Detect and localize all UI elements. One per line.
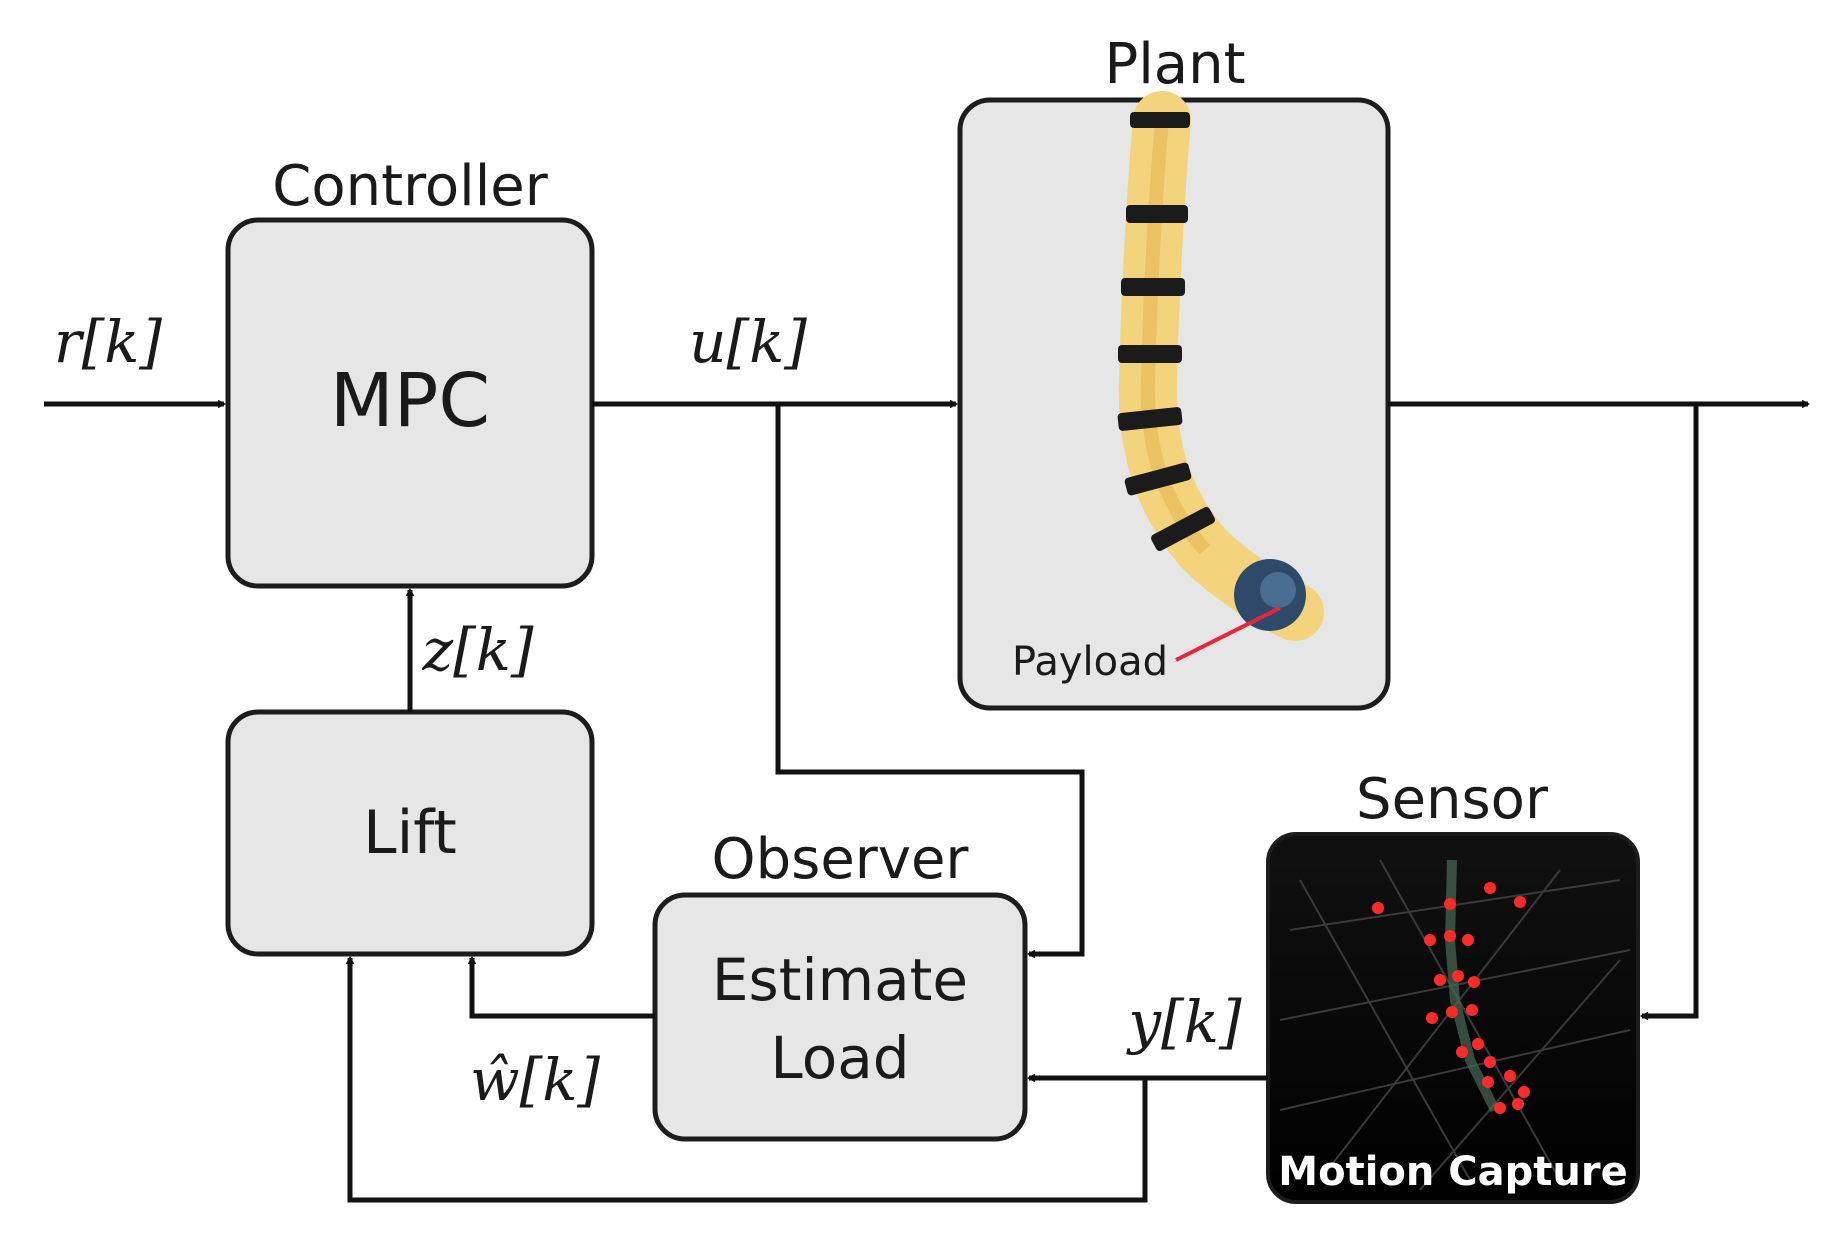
input-signal-label: u[k] <box>689 308 807 376</box>
sensor-block: Sensor Motion Capture <box>1266 767 1640 1204</box>
soft-robot-arm-image <box>1117 91 1324 641</box>
motion-capture-caption: Motion Capture <box>1278 1149 1627 1195</box>
mocap-markers <box>1372 882 1530 1114</box>
sensor-title: Sensor <box>1356 767 1549 832</box>
observer-block: Observer Estimate Load <box>652 827 1028 1142</box>
estimate-label: Estimate <box>712 946 968 1014</box>
load-estimate-signal-label: ŵ[k] <box>470 1046 600 1114</box>
payload-pointer <box>1175 606 1281 662</box>
lift-block: Lift <box>225 709 595 957</box>
input-to-observer-wire <box>775 404 1085 959</box>
sensor-box <box>1266 832 1640 1204</box>
load-label: Load <box>770 1024 909 1092</box>
observer-box <box>652 892 1028 1142</box>
mpc-label: MPC <box>330 358 490 444</box>
controller-title: Controller <box>272 154 548 219</box>
observer-title: Observer <box>712 827 970 892</box>
signal-wires <box>44 399 1811 1203</box>
mocap-arm-skeleton <box>1444 859 1500 1113</box>
measurement-to-lift-wire <box>345 955 1148 1203</box>
reference-signal-label: r[k] <box>54 308 162 376</box>
load-estimate-wire <box>467 955 655 1019</box>
robot-shading <box>1140 119 1211 555</box>
plant-title: Plant <box>1104 32 1245 97</box>
lifted-state-signal-label: z[k] <box>422 616 534 684</box>
measurement-signal-label: y[k] <box>1125 988 1242 1056</box>
controller-block: Controller MPC <box>225 154 595 589</box>
robot-segment-bands <box>1117 112 1215 552</box>
plant-block: Plant Payload <box>957 32 1391 711</box>
output-to-sensor-wire <box>1639 404 1699 1021</box>
lift-label: Lift <box>363 798 457 868</box>
payload-label: Payload <box>1012 639 1168 685</box>
